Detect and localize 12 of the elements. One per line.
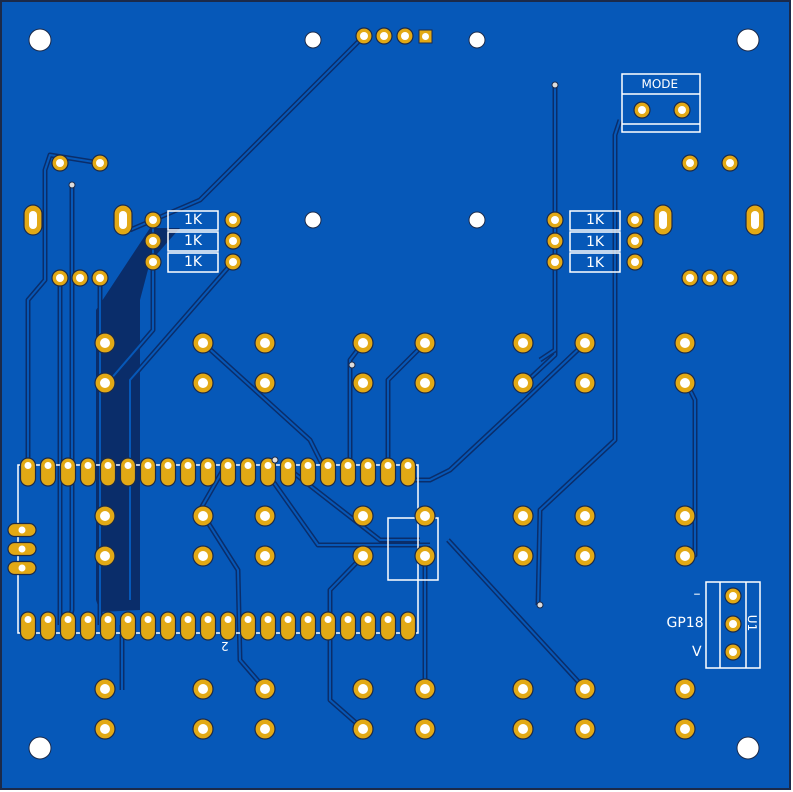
resistor-value: 1K <box>586 235 604 249</box>
resistor-value: 1K <box>586 256 604 270</box>
pin-label: V <box>692 645 702 659</box>
switch-label: MODE <box>642 78 678 90</box>
resistor-value: 1K <box>184 213 202 227</box>
pin-label: – <box>694 587 700 601</box>
resistor-value: 1K <box>184 255 202 269</box>
component-designator: U1 <box>746 614 758 632</box>
resistor-value: 1K <box>586 213 604 227</box>
pin-label: GP18 <box>666 616 704 630</box>
pin-number: 2 <box>221 640 229 652</box>
resistor-value: 1K <box>184 234 202 248</box>
